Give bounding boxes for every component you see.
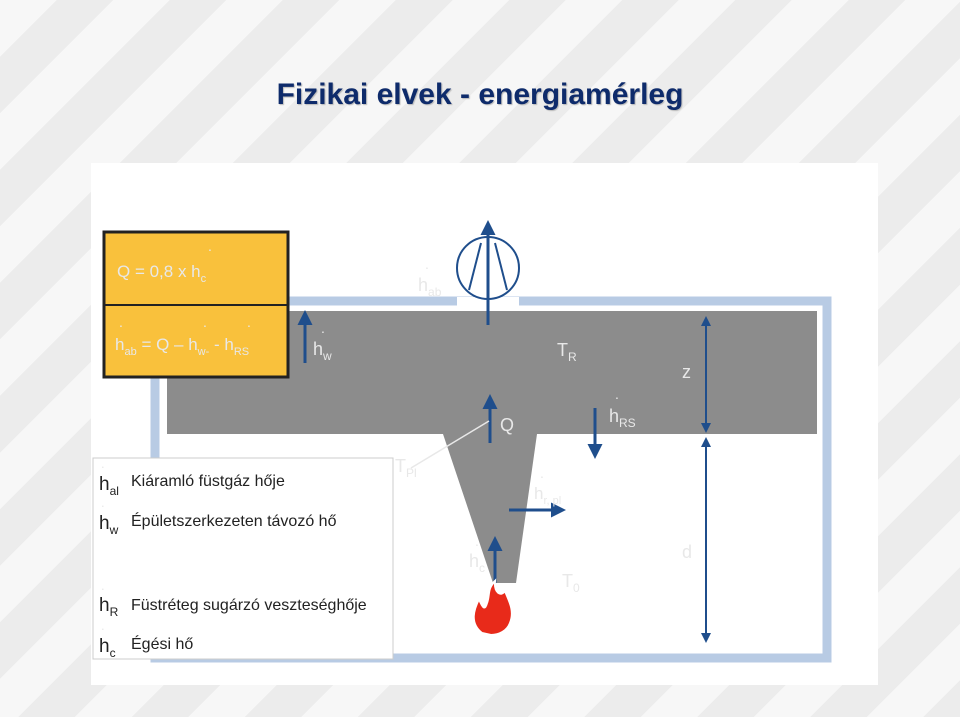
label-q: Q <box>500 415 514 435</box>
legend-box <box>92 457 394 660</box>
fan-blade-left <box>468 242 482 291</box>
legend-r-text: Füstréteg sugárzó veszteséghője <box>131 597 367 614</box>
label-tpl: TPl <box>395 456 417 480</box>
legend-w-dot: . <box>101 495 105 510</box>
legend-al-text: Kiáramló füstgáz hője <box>131 473 285 490</box>
legend-c-dot: . <box>101 618 105 633</box>
formula-q: Q = 0,8 x hc <box>117 262 207 285</box>
legend-c-text: Égési hő <box>131 634 193 653</box>
legend-w-text: Épületszerkezeten távozó hő <box>131 511 337 530</box>
legend-r-dot: . <box>101 578 105 593</box>
label-t0: T0 <box>562 571 580 595</box>
legend-al-dot: . <box>101 456 105 471</box>
legend-r-symbol: hR <box>99 595 119 619</box>
slide-title: Fizikai elvek - energiamérleg <box>276 78 684 111</box>
label-tr: TR <box>557 340 577 364</box>
label-hrpl: hr, pl <box>534 484 561 507</box>
label-hrs: hRS <box>609 406 636 430</box>
hrpl-dot: . <box>540 465 544 481</box>
legend-item-c: . hc Égési hő <box>99 618 193 660</box>
hrs-dot: . <box>615 386 619 402</box>
label-hw: hw <box>313 339 332 363</box>
tpl-leader <box>410 420 490 469</box>
flame-icon <box>472 578 513 637</box>
legend-item-r: . hR Füstréteg sugárzó veszteséghője <box>99 578 367 619</box>
hc-dot: . <box>475 533 479 549</box>
legend-item-w: . hw Épületszerkezeten távozó hő <box>99 495 337 537</box>
energy-balance-diagram: . Q = 0,8 x hc . . . hab = Q – hw- - hRS… <box>91 163 878 685</box>
label-z: z <box>682 362 691 382</box>
formula-hab: hab = Q – hw- - hRS <box>115 335 249 358</box>
label-hab: hab <box>418 275 442 299</box>
legend-al-symbol: hal <box>99 474 119 498</box>
fan-blade-right <box>494 242 508 291</box>
legend-w-symbol: hw <box>99 513 119 537</box>
formula2-dot1: . <box>119 314 123 330</box>
label-hc: hc <box>469 551 485 575</box>
formula2-dot3: . <box>247 314 251 330</box>
formula1-dot: . <box>208 238 212 254</box>
fire-plume <box>443 434 537 583</box>
label-d: d <box>682 542 692 562</box>
formula2-dot2: . <box>203 314 207 330</box>
legend-item-al: . hal Kiáramló füstgáz hője <box>99 456 285 498</box>
hab-dot: . <box>425 256 429 272</box>
hw-dot: . <box>321 320 325 336</box>
legend-c-symbol: hc <box>99 636 116 660</box>
diagram-canvas: . Q = 0,8 x hc . . . hab = Q – hw- - hRS… <box>92 220 832 663</box>
